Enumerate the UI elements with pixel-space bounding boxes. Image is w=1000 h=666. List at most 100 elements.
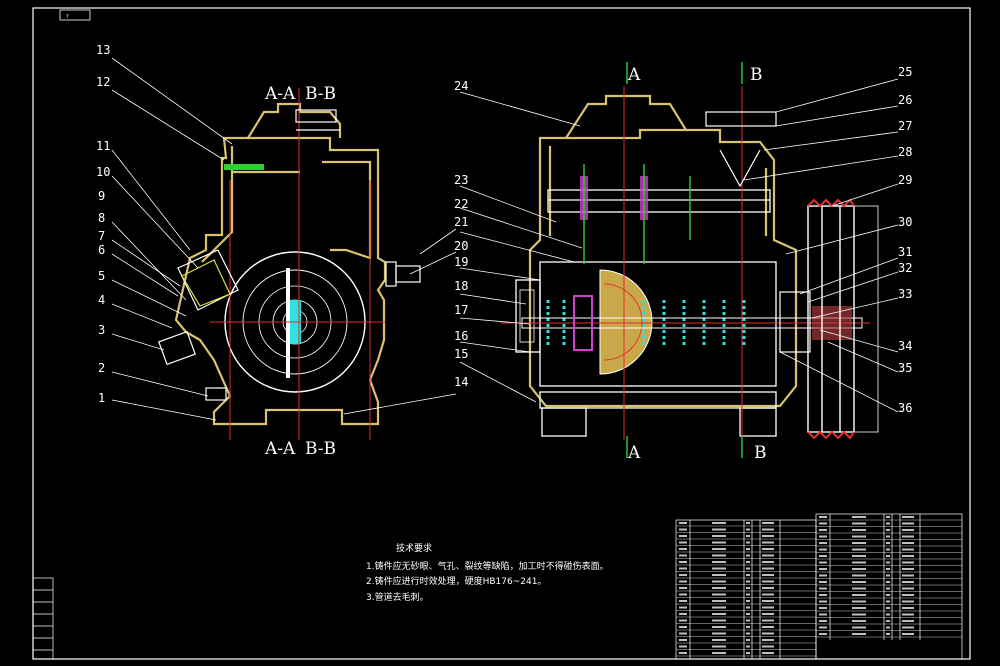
table-entry (712, 522, 726, 524)
part-label: 1 (98, 391, 105, 405)
table-entry (819, 626, 827, 629)
table-entry (886, 574, 890, 577)
part-label: 6 (98, 243, 105, 257)
table-entry (746, 574, 750, 576)
table-entry (746, 541, 750, 544)
table-entry (679, 567, 687, 570)
table-entry (902, 516, 914, 518)
table-entry (902, 613, 914, 616)
table-entry (679, 580, 687, 583)
part-label: 18 (454, 279, 468, 293)
table-entry (886, 587, 890, 590)
table-entry (762, 587, 774, 589)
table-entry (902, 542, 914, 544)
part-label: 13 (96, 43, 110, 57)
table-entry (746, 639, 750, 641)
table-entry (746, 528, 750, 531)
table-entry (679, 528, 687, 531)
table-entry (712, 554, 726, 557)
table-entry (819, 620, 827, 622)
table-entry (746, 613, 750, 615)
tech-item: 3.管道去毛刺。 (366, 591, 429, 603)
table-entry (852, 568, 866, 570)
part-label: 10 (96, 165, 110, 179)
table-entry (762, 613, 774, 615)
table-entry (746, 619, 750, 622)
table-entry (679, 522, 687, 524)
table-entry (886, 620, 890, 622)
table-entry (712, 600, 726, 602)
parts-list-entries (679, 516, 914, 654)
table-entry (762, 639, 774, 641)
part-label: 24 (454, 79, 468, 93)
technical-requirements: 技术要求 1.铸件应无砂眼、气孔、裂纹等缺陷，加工时不得碰伤表面。 2.铸件应进… (366, 542, 609, 603)
table-entry (902, 555, 914, 557)
table-entry (819, 581, 827, 583)
section-mark-bb-bottom: B-B (305, 439, 336, 459)
section-mark-a-top: A (627, 65, 641, 85)
table-entry (746, 593, 750, 596)
table-entry (852, 626, 866, 629)
table-entry (902, 581, 914, 583)
table-entry (679, 600, 687, 602)
tech-title: 技术要求 (396, 542, 432, 554)
part-label: 11 (96, 139, 110, 153)
part-label: 2 (98, 361, 105, 375)
table-entry (852, 561, 866, 564)
table-entry (762, 593, 774, 596)
table-entry (712, 580, 726, 583)
table-entry (886, 548, 890, 551)
table-entry (819, 522, 827, 525)
table-entry (679, 619, 687, 622)
table-entry (886, 522, 890, 525)
section-mark-aa-bottom: A-A (264, 439, 296, 459)
part-label: 16 (454, 329, 468, 343)
table-entry (819, 535, 827, 538)
table-entry (712, 567, 726, 570)
part-label: 29 (898, 173, 912, 187)
table-entry (852, 555, 866, 557)
table-entry (902, 607, 914, 609)
table-entry (852, 516, 866, 518)
table-entry (819, 516, 827, 518)
table-entry (762, 522, 774, 524)
table-entry (886, 607, 890, 609)
left-section-view (158, 88, 421, 440)
table-entry (679, 626, 687, 628)
table-entry (679, 606, 687, 609)
table-entry (886, 555, 890, 557)
table-entry (762, 645, 774, 648)
part-labels: 1 2 3 4 5 6 7 8 9 10 11 12 13 14 15 16 1… (96, 43, 912, 415)
table-entry (762, 606, 774, 609)
table-entry (746, 600, 750, 602)
table-entry (746, 626, 750, 628)
table-entry (746, 522, 750, 524)
part-label: 8 (98, 211, 105, 225)
table-entry (819, 613, 827, 616)
table-entry (712, 632, 726, 635)
table-entry (712, 613, 726, 615)
table-entry (852, 529, 866, 531)
table-entry (852, 587, 866, 590)
table-entry (902, 548, 914, 551)
table-entry (712, 639, 726, 641)
table-entry (902, 587, 914, 590)
table-entry (886, 613, 890, 616)
table-entry (762, 561, 774, 563)
table-entry (902, 568, 914, 570)
part-label: 4 (98, 293, 105, 307)
part-label: 36 (898, 401, 912, 415)
part-label: 35 (898, 361, 912, 375)
table-entry (712, 574, 726, 576)
table-entry (886, 529, 890, 531)
table-entry (746, 587, 750, 589)
table-entry (852, 581, 866, 583)
table-entry (819, 561, 827, 564)
part-label: 34 (898, 339, 912, 353)
table-entry (886, 516, 890, 518)
part-label: 7 (98, 229, 105, 243)
table-entry (679, 632, 687, 635)
table-entry (746, 580, 750, 583)
table-entry (679, 613, 687, 615)
